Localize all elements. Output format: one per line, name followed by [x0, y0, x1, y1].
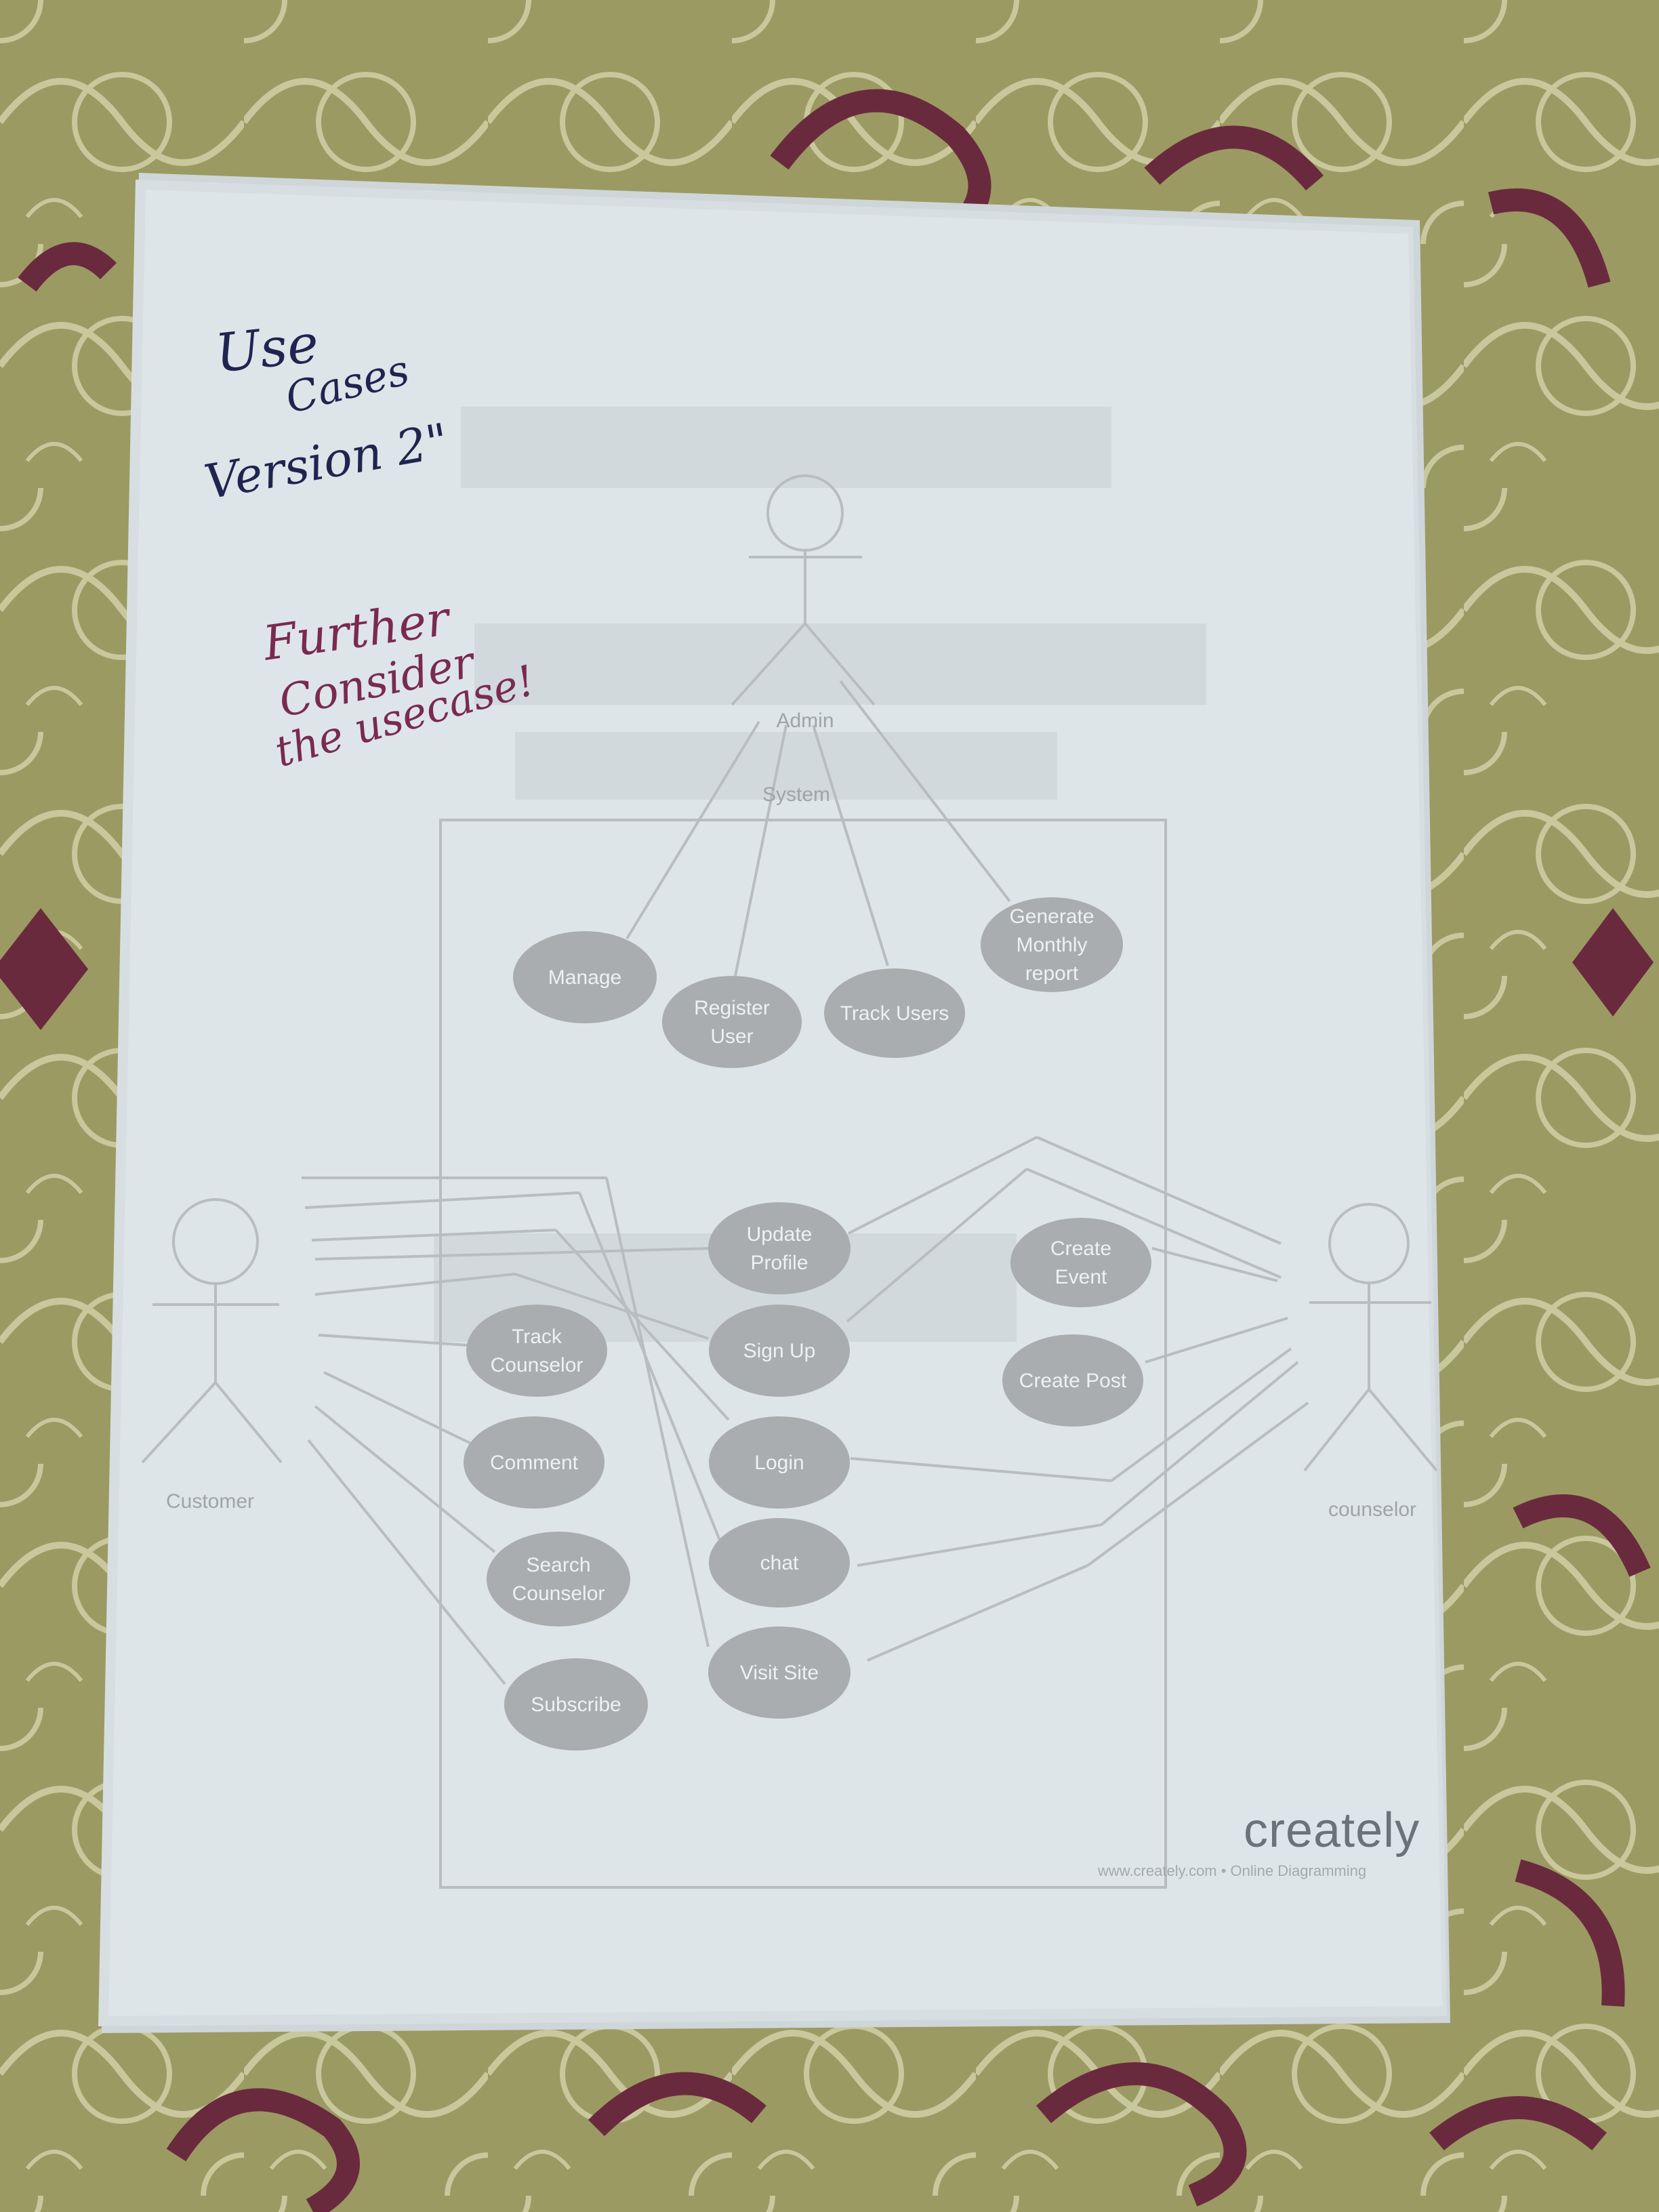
creately-tagline: www.creately.com • Online Diagramming	[1098, 1862, 1367, 1879]
usecase-label-search-counselor: Counselor	[512, 1582, 605, 1605]
usecase-create-event[interactable]	[1010, 1218, 1151, 1307]
usecase-label-comment: Comment	[490, 1452, 579, 1474]
usecase-label-update-profile: Profile	[750, 1252, 808, 1274]
usecase-label-login: Login	[754, 1452, 804, 1474]
usecase-label-search-counselor: Search	[526, 1554, 590, 1576]
usecase-label-chat: chat	[760, 1552, 799, 1574]
usecase-comment[interactable]	[464, 1416, 605, 1509]
usecase-label-create-post: Create Post	[1019, 1370, 1127, 1392]
usecase-label-create-event: Create	[1050, 1237, 1111, 1260]
usecase-label-generate-monthly-report: report	[1025, 962, 1079, 985]
usecase-label-create-event: Event	[1055, 1266, 1107, 1288]
usecase-label-visit-site: Visit Site	[740, 1662, 819, 1684]
usecase-label-register-user: Register	[694, 997, 770, 1019]
usecase-generate-monthly-report[interactable]	[981, 897, 1123, 992]
usecase-login[interactable]	[709, 1416, 850, 1509]
usecase-sign-up[interactable]	[709, 1305, 850, 1397]
admin-actor	[731, 474, 876, 706]
usecase-create-post[interactable]	[1002, 1334, 1143, 1427]
creately-logo: creately	[1244, 1803, 1420, 1858]
usecase-label-sign-up: Sign Up	[743, 1340, 816, 1362]
usecase-subscribe[interactable]	[504, 1658, 648, 1750]
counselor-actor	[1303, 1203, 1438, 1472]
counselor-label: counselor	[1328, 1498, 1416, 1521]
usecase-label-register-user: User	[710, 1025, 753, 1048]
customer-label: Customer	[166, 1490, 254, 1513]
system-label: System	[762, 783, 830, 806]
usecase-label-track-counselor: Counselor	[491, 1354, 583, 1376]
usecase-label-update-profile: Update	[747, 1223, 813, 1246]
usecase-manage[interactable]	[513, 931, 657, 1023]
usecase-label-manage: Manage	[548, 966, 621, 989]
usecase-track-counselor[interactable]	[466, 1305, 607, 1397]
system-boundary	[439, 819, 1167, 1889]
usecase-search-counselor[interactable]	[487, 1532, 630, 1626]
usecase-chat[interactable]	[709, 1518, 850, 1607]
usecase-label-track-users: Track Users	[840, 1002, 949, 1025]
usecase-label-generate-monthly-report: Generate	[1009, 905, 1094, 928]
customer-actor	[141, 1198, 283, 1464]
usecase-register-user[interactable]	[662, 976, 802, 1068]
usecase-label-track-counselor: Track	[512, 1326, 562, 1348]
usecase-visit-site[interactable]	[708, 1626, 851, 1719]
usecase-track-users[interactable]	[824, 968, 965, 1058]
admin-label: Admin	[776, 710, 834, 732]
usecase-label-subscribe: Subscribe	[531, 1694, 621, 1716]
usecase-update-profile[interactable]	[708, 1202, 851, 1294]
usecase-label-generate-monthly-report: Monthly	[1016, 934, 1087, 956]
